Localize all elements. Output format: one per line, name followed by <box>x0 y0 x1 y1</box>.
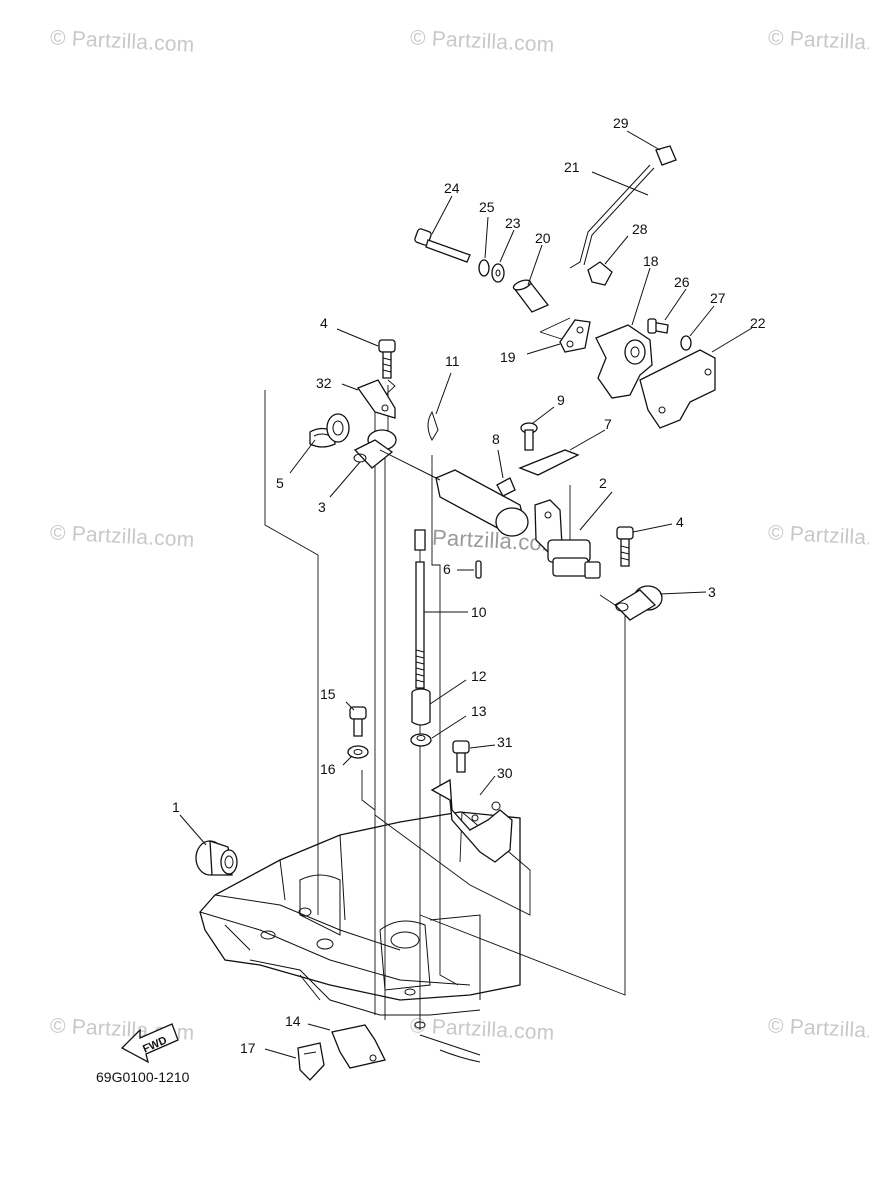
part-cap-29 <box>655 145 677 166</box>
callout-5: 5 <box>276 475 284 491</box>
part-bracket-14 <box>331 1024 386 1069</box>
callout-10: 10 <box>471 604 487 620</box>
part-bracket-22 <box>639 349 716 429</box>
callout-26: 26 <box>674 274 690 290</box>
callout-28: 28 <box>632 221 648 237</box>
part-long-bolt-24 <box>414 228 471 263</box>
part-grommet <box>195 840 238 876</box>
callout-3a: 3 <box>318 499 326 515</box>
callout-16: 16 <box>320 761 336 777</box>
part-joint-28 <box>587 261 613 286</box>
callout-4b: 4 <box>676 514 684 530</box>
part-collar-lower <box>613 585 663 621</box>
callout-6: 6 <box>443 561 451 577</box>
callout-7: 7 <box>604 416 612 432</box>
part-bolt-31 <box>452 740 470 773</box>
part-link-19 <box>559 319 591 353</box>
callout-29: 29 <box>613 115 629 131</box>
callout-22: 22 <box>750 315 766 331</box>
leader-lines <box>179 130 753 1059</box>
callout-8: 8 <box>492 431 500 447</box>
fwd-arrow-icon: FWD <box>120 1023 179 1064</box>
callout-14: 14 <box>285 1013 301 1029</box>
part-bushing <box>326 413 350 443</box>
part-pin <box>475 560 482 579</box>
callout-24: 24 <box>444 180 460 196</box>
part-clip-8 <box>496 477 516 497</box>
part-screw-26 <box>647 318 669 334</box>
part-clamp-17 <box>297 1042 325 1081</box>
part-shift-arm <box>379 449 529 537</box>
part-washer-23 <box>491 263 505 283</box>
callout-numbers: 1 2 3 3 4 4 5 6 7 8 9 10 11 12 13 14 15 … <box>172 115 766 1056</box>
callout-25: 25 <box>479 199 495 215</box>
part-throttle-cam <box>595 324 653 399</box>
part-bolt-upper <box>378 339 396 379</box>
callout-13: 13 <box>471 703 487 719</box>
callout-32: 32 <box>316 375 332 391</box>
part-pin-clip <box>427 410 439 442</box>
diagram-code: 69G0100-1210 <box>96 1069 190 1085</box>
part-bracket-30 <box>430 778 513 863</box>
assembly-lines <box>264 317 691 1030</box>
callout-12: 12 <box>471 668 487 684</box>
part-shift-cam <box>534 499 601 579</box>
callout-31: 31 <box>497 734 513 750</box>
callout-3b: 3 <box>708 584 716 600</box>
callout-21: 21 <box>564 159 580 175</box>
callout-2: 2 <box>599 475 607 491</box>
callout-20: 20 <box>535 230 551 246</box>
callout-9: 9 <box>557 392 565 408</box>
part-plate-7 <box>518 449 580 476</box>
callout-1: 1 <box>172 799 180 815</box>
callout-11: 11 <box>445 353 460 369</box>
part-washer-16 <box>347 745 369 759</box>
part-sleeve <box>411 688 431 726</box>
callout-19: 19 <box>500 349 516 365</box>
callout-15: 15 <box>320 686 336 702</box>
callout-4a: 4 <box>320 315 328 331</box>
part-bolt-15 <box>349 706 367 737</box>
part-washer-27 <box>680 335 692 351</box>
part-throttle-rod <box>569 164 655 269</box>
part-nut <box>410 733 432 747</box>
part-shift-rod <box>414 529 426 689</box>
part-washer-25 <box>478 259 490 277</box>
part-bracket-32 <box>356 379 396 419</box>
callout-30: 30 <box>497 765 513 781</box>
callout-17: 17 <box>240 1040 256 1056</box>
callout-27: 27 <box>710 290 726 306</box>
callout-23: 23 <box>505 215 521 231</box>
part-screw-9 <box>520 422 538 451</box>
bottom-cowling <box>199 811 521 1063</box>
callout-18: 18 <box>643 253 659 269</box>
part-collar-20 <box>512 279 550 313</box>
part-bolt-right <box>616 526 634 567</box>
